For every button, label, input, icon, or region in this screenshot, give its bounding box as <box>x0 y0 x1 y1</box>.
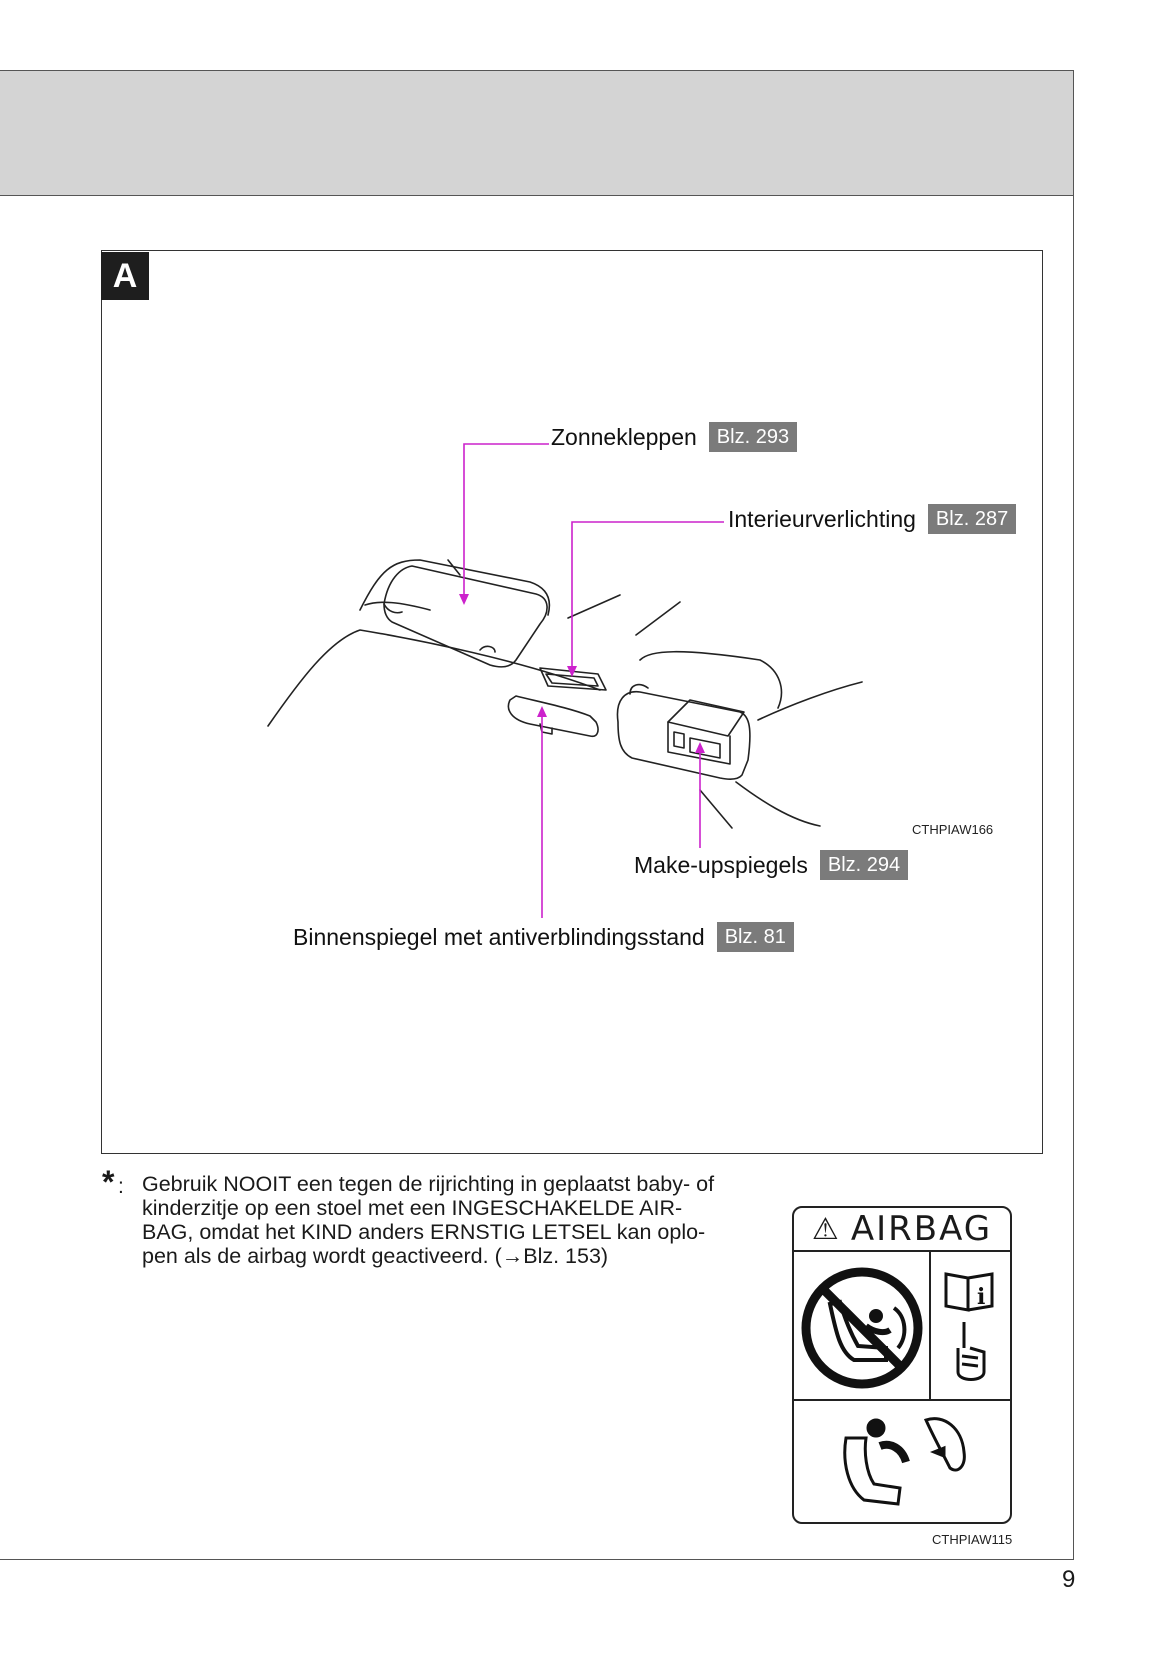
no-rear-facing-child-seat-icon <box>801 1267 923 1389</box>
page-ref-badge[interactable]: Blz. 293 <box>708 422 798 452</box>
page-rule-bottom <box>0 1559 1074 1560</box>
figure-code-bottom: CTHPIAW115 <box>932 1532 1013 1547</box>
warning-triangle-icon: ⚠ <box>811 1212 841 1246</box>
callout-label: Make-upspiegels <box>634 851 808 878</box>
page-rule-right <box>1073 70 1074 1560</box>
note-line: BAG, omdat het KIND anders ERNSTIG LETSE… <box>142 1220 706 1244</box>
callout-interior-light: Interieurverlichting Blz. 287 <box>728 504 1017 534</box>
page-ref-badge[interactable]: Blz. 81 <box>716 922 794 952</box>
airbag-title-text: AIRBAG <box>850 1209 993 1249</box>
airbag-deploy-icon <box>843 1417 966 1506</box>
airbag-warning-label: ⚠ AIRBAG i <box>792 1206 1012 1524</box>
callout-label: Binnenspiegel met antiverblindingsstand <box>293 923 705 950</box>
page-ref-badge[interactable]: Blz. 294 <box>819 850 909 880</box>
header-band <box>0 70 1074 196</box>
note-line: kinderzitje op een stoel met een INGESCH… <box>142 1196 683 1220</box>
page-ref-badge[interactable]: Blz. 287 <box>927 504 1017 534</box>
section-badge: A <box>101 252 149 300</box>
airbag-label-title: ⚠ AIRBAG <box>794 1208 1010 1252</box>
note-line: pen als de airbag wordt geactiveerd. (→B… <box>142 1244 609 1268</box>
callout-label: Zonnekleppen <box>551 423 697 450</box>
manual-info-icon: i <box>944 1272 994 1312</box>
note-separator: : <box>118 1175 124 1198</box>
note-marker: * <box>102 1164 115 1200</box>
callout-vanity-mirrors: Make-upspiegels Blz. 294 <box>634 850 909 880</box>
airbag-label-pictograms: i <box>794 1252 1010 1506</box>
note-line: Gebruik NOOIT een tegen de rijrichting i… <box>142 1172 715 1196</box>
svg-text:i: i <box>977 1284 985 1310</box>
pointing-hand-icon <box>956 1322 986 1381</box>
callout-label: Interieurverlichting <box>728 505 916 532</box>
callout-sun-visors: Zonnekleppen Blz. 293 <box>551 422 798 452</box>
figure-frame <box>101 250 1043 1154</box>
callout-rearview-mirror: Binnenspiegel met antiverblindingsstand … <box>293 922 794 952</box>
airbag-warning-note: Gebruik NOOIT een tegen de rijrichting i… <box>142 1172 762 1268</box>
page-number: 9 <box>1062 1566 1076 1593</box>
figure-code-top: CTHPIAW166 <box>912 822 994 837</box>
